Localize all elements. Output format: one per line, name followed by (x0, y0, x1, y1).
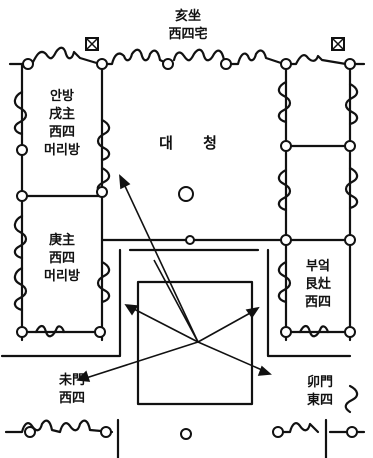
sarang-line1: 庚主 (48, 233, 75, 248)
daecheong-char2-text: 청 (203, 134, 217, 152)
myomun-line2: 東四 (306, 393, 333, 408)
room-sarang-label: 庚主 西四 머리방 (34, 232, 90, 286)
anbang-line3: 西四 (48, 125, 75, 140)
room-daecheong-char2: 청 (200, 134, 220, 152)
room-daecheong-char1: 대 (156, 134, 176, 152)
room-bueok-label: 부엌 艮灶 西四 (292, 258, 344, 312)
gate-mimun-label: 未門 西四 (48, 372, 96, 408)
orientation-line2: 西四宅 (168, 27, 208, 42)
anbang-line2: 戌主 (48, 107, 75, 122)
orientation-line1: 亥坐 (174, 9, 201, 24)
anbang-line4: 머리방 (44, 143, 80, 158)
myomun-line1: 卯門 (306, 375, 333, 390)
house-orientation-label: 亥坐 西四宅 (160, 8, 216, 44)
gate-myomun-label: 卯門 東四 (296, 374, 344, 410)
mimun-line1: 未門 (58, 373, 85, 388)
sarang-line3: 머리방 (44, 269, 80, 284)
daecheong-char1-text: 대 (159, 134, 173, 152)
sarang-line2: 西四 (48, 251, 75, 266)
bueok-line3: 西四 (304, 295, 331, 310)
bueok-line1: 부엌 (306, 259, 330, 274)
room-anbang-label: 안방 戌主 西四 머리방 (34, 88, 90, 160)
bueok-line2: 艮灶 (304, 277, 331, 292)
anbang-line1: 안방 (50, 89, 74, 104)
mimun-line2: 西四 (58, 391, 85, 406)
